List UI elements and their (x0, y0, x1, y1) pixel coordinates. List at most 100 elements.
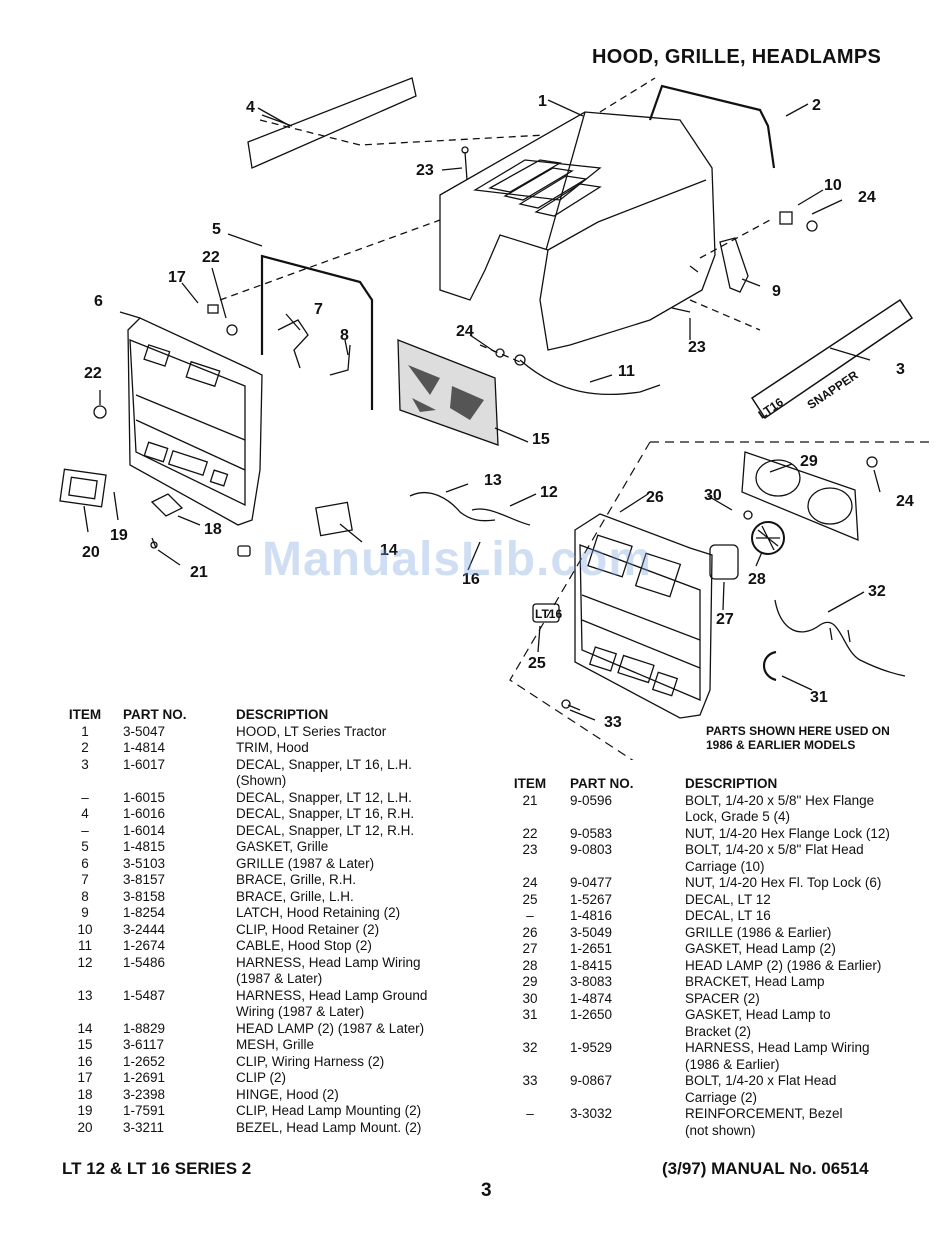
part-description: HINGE, Hood (2) (236, 1086, 339, 1102)
part-description: BRACE, Grille, L.H. (236, 888, 354, 904)
table-row: 20 3-3211 BEZEL, Head Lamp Mount. (2) (62, 1120, 482, 1137)
item-number: 14 (77, 1020, 93, 1036)
decal-strip-rh (247, 77, 417, 169)
item-number: 20 (77, 1119, 93, 1135)
clip-17 (207, 304, 219, 314)
hood-retainer-clip (779, 211, 793, 225)
headlamp-bezel-20 (59, 468, 107, 508)
item-number (62, 1004, 108, 1021)
callout-30: 30 (704, 487, 722, 504)
part-number: 3-5049 (570, 924, 613, 940)
head-lamp-wiring-harness (774, 599, 906, 677)
item-number: 23 (522, 842, 538, 857)
part-description: GASKET, Head Lamp to (685, 1007, 831, 1022)
part-description: DECAL, Snapper, LT 16, L.H. (236, 756, 412, 772)
part-number: 1-6017 (123, 756, 166, 772)
part-number: 1-6014 (123, 822, 166, 838)
part-number: 1-6016 (123, 806, 166, 821)
head-lamp-gasket (709, 544, 739, 580)
item-number: 21 (522, 792, 538, 808)
part-description: BRACKET, Head Lamp (685, 974, 825, 989)
nut-22-upper (226, 324, 238, 336)
table-row: (1987 & Later) (62, 971, 482, 988)
head-lamp-to-bracket-gasket (762, 650, 777, 682)
part-description: BEZEL, Head Lamp Mount. (2) (236, 1119, 422, 1135)
part-description: HARNESS, Head Lamp Wiring (236, 954, 421, 970)
callout-13: 13 (484, 472, 502, 489)
part-description: TRIM, Hood (236, 740, 309, 755)
callout-14: 14 (380, 542, 398, 559)
older-models-note-line1: PARTS SHOWN HERE USED ON (706, 724, 890, 738)
callout-11: 11 (618, 363, 635, 380)
header-part-no: PART NO. (570, 776, 634, 791)
part-description: CLIP, Wiring Harness (2) (236, 1053, 385, 1069)
part-number: 9-0477 (570, 875, 613, 890)
part-description: SPACER (2) (685, 990, 760, 1006)
hood-trim (648, 84, 776, 169)
item-number (506, 859, 554, 876)
item-number: 32 (522, 1040, 538, 1055)
part-description: Carriage (10) (685, 858, 765, 874)
callout-25: 25 (528, 655, 546, 672)
part-number: 1-2674 (123, 938, 166, 953)
snapper-decal-lh (750, 298, 914, 420)
callout-16: 16 (462, 571, 480, 588)
callout-23-lower: 23 (688, 339, 706, 356)
item-number: 15 (77, 1037, 93, 1052)
grille-mesh (397, 339, 499, 446)
callout-6: 6 (94, 293, 103, 310)
item-number: – (526, 1106, 534, 1121)
part-number: 1-2652 (123, 1053, 166, 1069)
header-item: ITEM (513, 776, 547, 791)
part-description: DECAL, Snapper, LT 12, L.H. (236, 789, 412, 805)
part-number: 3-3211 (123, 1119, 165, 1135)
item-number: 33 (522, 1073, 538, 1088)
part-description: GRILLE (1986 & Earlier) (685, 924, 832, 940)
callout-4: 4 (246, 99, 255, 116)
callout-31: 31 (810, 689, 828, 706)
header-description: DESCRIPTION (236, 707, 329, 722)
item-number: 12 (77, 954, 93, 970)
part-number: 1-5487 (123, 987, 166, 1003)
item-number: 4 (81, 806, 89, 821)
item-number (506, 1123, 554, 1140)
part-description: MESH, Grille (236, 1037, 315, 1052)
item-number: 5 (81, 839, 89, 854)
part-number: 1-5486 (123, 954, 166, 970)
part-number: 3-6117 (123, 1037, 165, 1052)
snapper-decal-text: SNAPPER (805, 368, 861, 412)
part-number: 3-5047 (123, 723, 166, 739)
part-number: 3-3032 (570, 1106, 613, 1121)
part-description: DECAL, Snapper, LT 12, R.H. (236, 822, 415, 838)
part-number: 1-8415 (570, 957, 613, 973)
item-number: 13 (77, 987, 93, 1003)
part-number: 3-8157 (123, 872, 166, 887)
item-number (506, 1057, 554, 1074)
part-description: HOOD, LT Series Tractor (236, 723, 387, 739)
part-number (108, 971, 236, 988)
table-header: ITEM PART NO. DESCRIPTION (62, 707, 482, 724)
hood-hinge (150, 493, 184, 517)
item-number: 25 (522, 891, 538, 907)
part-description: DECAL, LT 12 (685, 891, 771, 907)
part-description: Carriage (2) (685, 1089, 758, 1105)
callout-1: 1 (538, 93, 547, 110)
part-description: CABLE, Hood Stop (2) (236, 938, 372, 953)
callout-20: 20 (82, 544, 100, 561)
part-description: CLIP, Head Lamp Mounting (2) (236, 1103, 422, 1118)
part-number: 9-0867 (570, 1073, 613, 1088)
